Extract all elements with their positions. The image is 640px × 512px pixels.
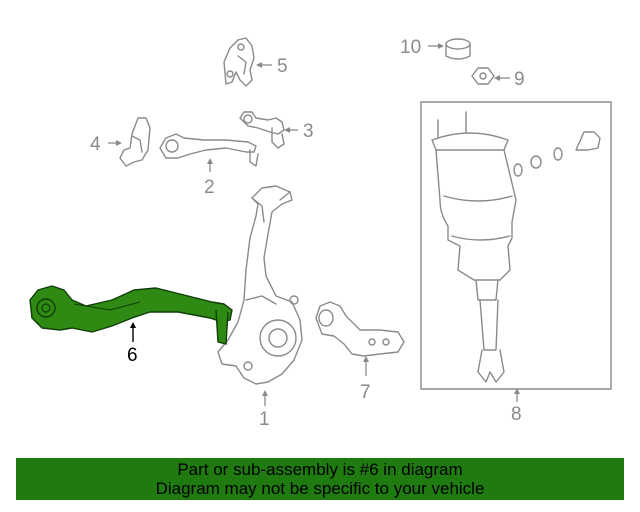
part-6-lower-arm[interactable] [29,285,233,345]
parts-diagram: 5 3 4 2 6 1 7 8 10 9 [29,37,612,430]
callout-5[interactable]: 5 [277,56,288,77]
callout-1[interactable]: 1 [259,409,270,430]
part-1-knuckle[interactable] [217,185,303,385]
callout-10[interactable]: 10 [400,37,421,58]
callout-2[interactable]: 2 [204,177,215,198]
callout-8[interactable]: 8 [511,404,522,425]
part-7-link[interactable] [315,301,405,357]
info-banner: Part or sub-assembly is #6 in diagram Di… [16,458,624,500]
part-8-air-strut[interactable] [431,111,601,383]
callout-7[interactable]: 7 [360,382,371,403]
callout-6[interactable]: 6 [127,345,138,366]
part-5-bracket[interactable] [223,37,255,87]
part-9-nut[interactable] [471,67,495,85]
banner-line-2: Diagram may not be specific to your vehi… [155,479,485,498]
callout-9[interactable]: 9 [514,69,525,90]
callout-3[interactable]: 3 [303,121,314,142]
part-10-cap[interactable] [445,38,471,60]
part-2-upper-arm[interactable] [159,133,259,167]
callout-4[interactable]: 4 [90,134,101,155]
part-4-bracket[interactable] [119,117,151,167]
banner-line-1: Part or sub-assembly is #6 in diagram [177,460,463,479]
part-3-link[interactable] [239,111,285,149]
